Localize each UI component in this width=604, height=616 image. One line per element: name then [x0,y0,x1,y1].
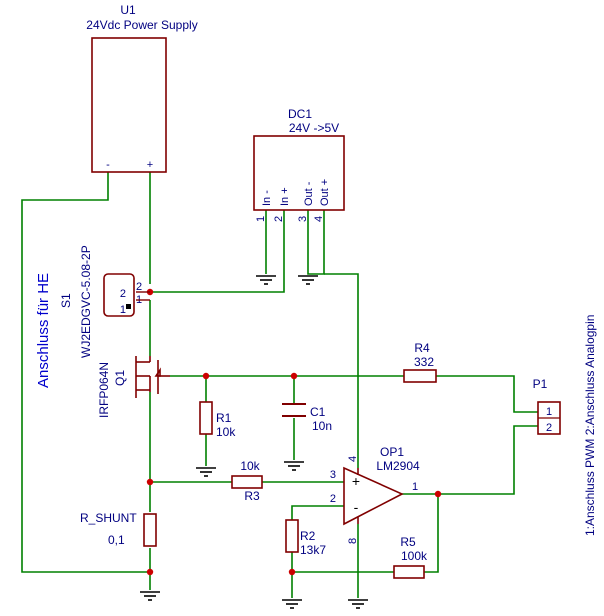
junction-r2-r5 [288,568,296,576]
q1-mosfet [135,356,170,398]
rshunt-value: 0,1 [108,533,125,547]
junction-shunt-return [146,568,154,576]
op1-body [343,466,404,526]
u1-pin-minus: - [106,159,110,171]
junction-shunt-sense [146,478,154,486]
wire-dc1-out-minus-gnd [307,210,325,275]
rshunt-body [143,513,157,547]
s1-value: WJ2EDGVC-5.08-2P [79,245,93,358]
ground-symbol-dc1-out [298,275,318,285]
op1-sign-plus: + [352,473,360,489]
r2-ref: R2 [300,529,316,543]
wire-r4-to-p1-pin1 [436,375,538,413]
wires [21,172,538,598]
r3-ref: R3 [244,489,260,503]
s1-pad-2: 2 [120,288,126,300]
r4-ref: R4 [414,341,430,355]
p1-ref: P1 [533,377,548,391]
junction-c1 [290,372,298,380]
r2-resistor: R2 13k7 [285,519,326,557]
q1-diode-glyph [154,367,161,377]
op1-value: LM2904 [376,459,420,473]
he-connection-label: Anschluss für HE [35,273,52,388]
dc1-ref: DC1 [288,107,312,121]
op1-opamp: + - 3 2 1 4 8 OP1 LM2904 [330,445,420,544]
u1-power-supply: U1 24Vdc Power Supply - + [86,3,198,173]
dc1-converter: DC1 24V ->5V In - In + Out - Out + 1 2 3… [253,107,345,222]
dc1-pin-number-3: 3 [297,216,309,222]
dc1-pin-number-1: 1 [255,216,267,222]
c1-capacitor: C1 10n [282,403,332,433]
op1-sign-minus: - [354,499,359,515]
s1-pin-2: 2 [136,281,142,293]
op1-pin-vplus: 4 [347,456,359,462]
r4-resistor: R4 332 [403,341,437,383]
wire-op1-minus-to-r2 [291,505,344,520]
s1-pin1-marker [126,304,131,309]
dc1-pin-label-out-plus: Out + [319,179,331,206]
wire-u1-minus-return [21,172,150,573]
op1-ref: OP1 [380,445,404,459]
rshunt-resistor: R_SHUNT 0,1 [80,511,157,547]
op1-pin-vminus: 8 [347,538,359,544]
s1-connector: 2 1 2 1 S1 WJ2EDGVC-5.08-2P [59,245,150,358]
r1-body [199,401,213,435]
c1-value: 10n [312,419,332,433]
r4-value: 332 [414,355,434,369]
r3-body [231,475,263,489]
ground-symbol-op1 [348,599,368,609]
r1-resistor: R1 10k [199,401,236,439]
r5-value: 100k [401,549,428,563]
p1-pin-1: 1 [546,406,552,418]
r5-resistor: R5 100k [393,535,428,579]
r1-value: 10k [216,425,236,439]
ground-symbol-c1 [284,461,304,471]
dc1-pin-label-in-minus: In - [261,190,273,206]
op1-pin-in-minus: 2 [330,493,336,505]
p1-description: 1:Anschluss PWM 2:Anschluss Analogpin [583,315,597,536]
p1-pin-2: 2 [546,422,552,434]
dc1-pin-number-2: 2 [273,216,285,222]
r3-value: 10k [240,459,260,473]
r2-body [285,519,299,553]
r5-body [393,565,425,579]
junction-op1-out [434,490,442,498]
op1-pin-out: 1 [412,481,418,493]
u1-ref: U1 [120,3,136,17]
p1-connector: 1 2 P1 [533,377,561,435]
s1-ref: S1 [59,293,73,308]
rshunt-ref: R_SHUNT [80,511,137,525]
r2-value: 13k7 [300,543,326,557]
dc1-value: 24V ->5V [289,121,339,135]
u1-body [91,37,167,173]
q1-value: IRFP064N [97,362,111,418]
dc1-pin-label-out-minus: Out - [303,181,315,206]
s1-pad-1: 1 [120,304,126,316]
r3-resistor: 10k R3 [231,459,263,503]
r4-body [403,369,437,383]
q1-ref: Q1 [113,370,127,386]
junction-r1 [202,372,210,380]
wire-dc1-out-plus-vcc [324,273,359,468]
ground-symbol-shunt [140,591,160,601]
dc1-pin-label-in-plus: In + [279,187,291,206]
u1-value: 24Vdc Power Supply [86,18,197,32]
ground-symbol-r1 [196,467,216,477]
dc1-body [253,135,345,211]
c1-ref: C1 [310,405,326,419]
u1-pin-plus: + [147,159,153,171]
wire-op1-out-to-p1-pin2 [402,425,538,495]
ground-symbol-r2 [282,599,302,609]
r5-ref: R5 [400,535,416,549]
op1-pin-in-plus: 3 [330,469,336,481]
ground-symbol-dc1-in [256,275,276,285]
dc1-pin-number-4: 4 [313,216,325,222]
wire-s1-pin2-dc1-in-plus [150,210,285,293]
r1-ref: R1 [216,411,232,425]
ground-symbols [140,275,368,609]
wire-r5-feedback [424,494,439,573]
